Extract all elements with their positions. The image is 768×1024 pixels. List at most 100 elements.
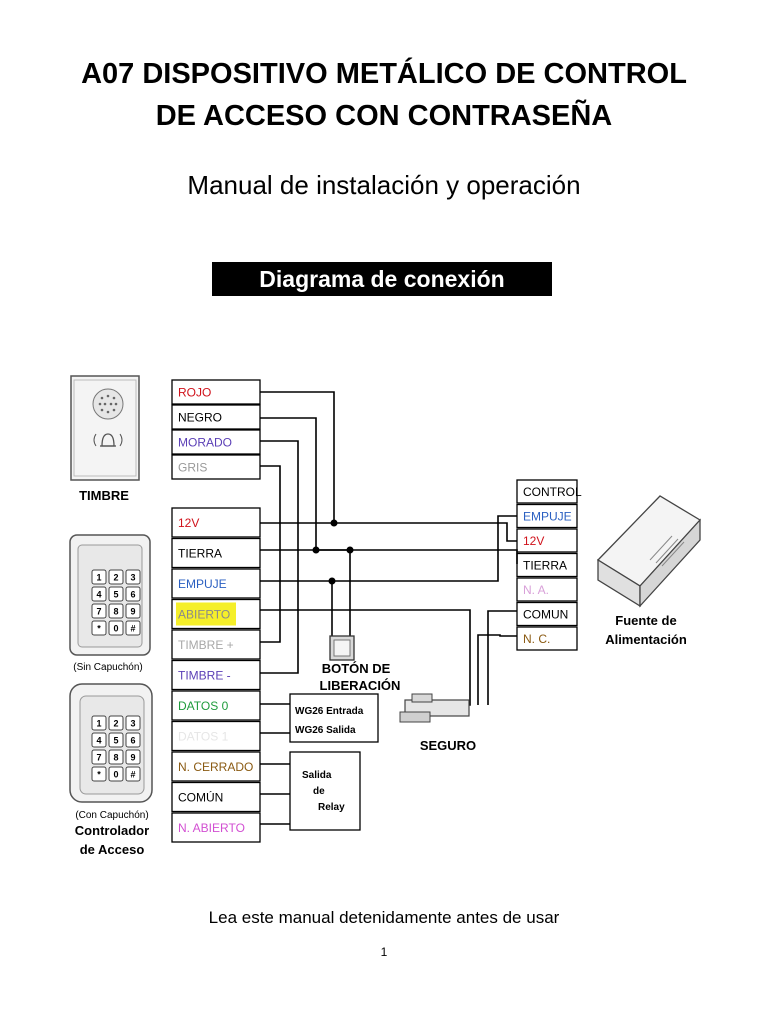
controller-terminal xyxy=(171,751,261,782)
wg26-entrada-label: WG26 Entrada xyxy=(295,706,364,717)
keypad-key-label: 0 xyxy=(113,624,118,634)
controlador-label-1: Controlador xyxy=(75,823,149,838)
power-terminal-label: EMPUJE xyxy=(523,510,572,524)
controller-terminal-label: DATOS 1 xyxy=(178,730,229,744)
con-capuchon-label: (Con Capuchón) xyxy=(75,810,148,821)
power-terminal-label: 12V xyxy=(523,534,544,548)
relay-output-box xyxy=(289,751,361,831)
timbre-terminal xyxy=(171,429,261,455)
keypad-key xyxy=(108,766,124,782)
controller-terminal xyxy=(171,629,261,660)
timbre-terminal-label: GRIS xyxy=(178,461,207,475)
keypad-key xyxy=(108,715,124,731)
keypad-key xyxy=(125,620,141,636)
controller-terminal-label: N. CERRADO xyxy=(178,760,253,774)
keypad-key xyxy=(91,766,107,782)
power-terminal-label: N. A. xyxy=(523,583,549,597)
keypad-key-label: 9 xyxy=(130,753,135,763)
document-title-line-1: A07 DISPOSITIVO METÁLICO DE CONTROL xyxy=(81,58,687,90)
footer-note: Lea este manual detenidamente antes de u… xyxy=(208,908,560,927)
controller-terminal xyxy=(171,568,261,599)
controller-terminal xyxy=(171,812,261,843)
keypad-key xyxy=(108,620,124,636)
lock-device xyxy=(399,693,470,723)
keypad-key xyxy=(125,766,141,782)
keypad-key-label: * xyxy=(97,624,101,634)
keypad-key-label: # xyxy=(130,624,135,634)
power-terminal-label: N. C. xyxy=(523,632,550,646)
exit-button-device xyxy=(329,635,355,661)
timbre-terminal-label: MORADO xyxy=(178,436,232,450)
keypad-key-label: 6 xyxy=(130,736,135,746)
controller-terminal-label: DATOS 0 xyxy=(178,699,229,713)
document-title-line-2: DE ACCESO CON CONTRASEÑA xyxy=(155,100,613,132)
keypad-key-label: # xyxy=(130,770,135,780)
bell-icon xyxy=(93,433,123,447)
controller-terminal-label: COMÚN xyxy=(178,790,223,805)
keypad-key xyxy=(108,586,124,602)
controlador-label-2: de Acceso xyxy=(80,842,145,857)
controller-terminal-strip: 12V TIERRA EMPUJE ABIERTO TIMBRE + TIMBRE - DA… xyxy=(171,507,261,843)
controller-terminal xyxy=(171,690,261,721)
power-terminal-label: CONTROL xyxy=(523,485,582,499)
sin-capuchon-label: (Sin Capuchón) xyxy=(73,662,142,673)
keypad-key xyxy=(91,603,107,619)
controller-terminal xyxy=(171,720,261,752)
keypad-key xyxy=(125,732,141,748)
power-terminal xyxy=(516,601,578,627)
fuente-label-2: Alimentación xyxy=(605,632,687,647)
controller-terminal-label: ABIERTO xyxy=(178,608,230,622)
fuente-label-1: Fuente de xyxy=(615,613,676,628)
keypad-key-label: 1 xyxy=(96,573,101,583)
boton-label-2: LIBERACIÓN xyxy=(320,678,401,693)
document-subtitle: Manual de instalación y operación xyxy=(187,170,581,200)
power-terminal-strip: CONTROL EMPUJE 12V TIERRA N. A. COMUN N. C. xyxy=(516,479,582,651)
power-terminal-label: TIERRA xyxy=(523,559,567,573)
controller-terminal-label: TIMBRE + xyxy=(178,638,234,652)
keypad-key xyxy=(91,732,107,748)
keypad-key-label: 6 xyxy=(130,590,135,600)
abierto-highlight xyxy=(176,602,236,626)
keypad-key-label: 4 xyxy=(96,736,101,746)
keypad-key xyxy=(91,569,107,585)
keypad-key-label: 1 xyxy=(96,719,101,729)
wg26-box xyxy=(289,693,379,743)
doorbell-device xyxy=(70,375,140,481)
relay-label-2: de xyxy=(313,786,325,797)
keypad-key-label: 8 xyxy=(113,607,118,617)
controller-terminal-label: TIERRA xyxy=(178,547,222,561)
timbre-terminal-label: ROJO xyxy=(178,386,211,400)
keypad-key xyxy=(108,569,124,585)
power-terminal xyxy=(516,552,578,578)
keypad-key-label: 7 xyxy=(96,753,101,763)
wire-junctions xyxy=(312,519,354,585)
controller-terminal-label: TIMBRE - xyxy=(178,669,231,683)
keypad-key xyxy=(108,732,124,748)
keypad-key-label: * xyxy=(97,770,101,780)
relay-label-1: Salida xyxy=(302,770,332,781)
keypad-key xyxy=(125,603,141,619)
timbre-terminal xyxy=(171,454,261,480)
keypad-key-label: 3 xyxy=(130,719,135,729)
keypad-key xyxy=(125,586,141,602)
keypad-key-label: 5 xyxy=(113,736,118,746)
boton-label-1: BOTÓN DE xyxy=(322,661,391,676)
keypad-key-label: 5 xyxy=(113,590,118,600)
wg26-salida-label: WG26 Salida xyxy=(295,725,356,736)
keypad-key xyxy=(91,749,107,765)
keypad-key xyxy=(91,620,107,636)
power-terminal xyxy=(516,577,578,602)
keypad-key-label: 0 xyxy=(113,770,118,780)
controller-terminal xyxy=(171,781,261,813)
controller-terminal xyxy=(171,537,261,569)
controller-terminal-label: EMPUJE xyxy=(178,577,227,591)
seguro-label: SEGURO xyxy=(420,738,476,753)
keypad-key xyxy=(91,586,107,602)
controller-terminal-label: 12V xyxy=(178,516,199,530)
power-terminal-label: COMUN xyxy=(523,608,568,622)
keypad-key-label: 8 xyxy=(113,753,118,763)
timbre-terminal xyxy=(171,404,261,430)
